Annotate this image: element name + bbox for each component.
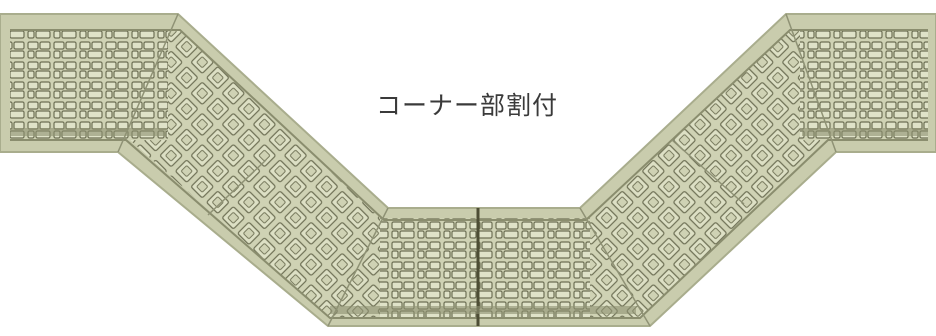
- bottom-straight-section: [380, 218, 590, 318]
- right-straight-section: [800, 30, 928, 140]
- joint-line: [671, 139, 745, 205]
- joint-line: [579, 207, 651, 327]
- joint-line: [207, 159, 267, 216]
- edge-strip: [330, 306, 636, 314]
- corner-layout-caption: コーナー部割付: [376, 91, 559, 120]
- left-diagonal-section: [130, 30, 380, 318]
- left-straight-section: [10, 30, 168, 140]
- edge-strip: [10, 128, 166, 136]
- right-diagonal-section: [590, 30, 826, 318]
- edge-strip: [802, 128, 928, 136]
- inner-border: [10, 29, 928, 319]
